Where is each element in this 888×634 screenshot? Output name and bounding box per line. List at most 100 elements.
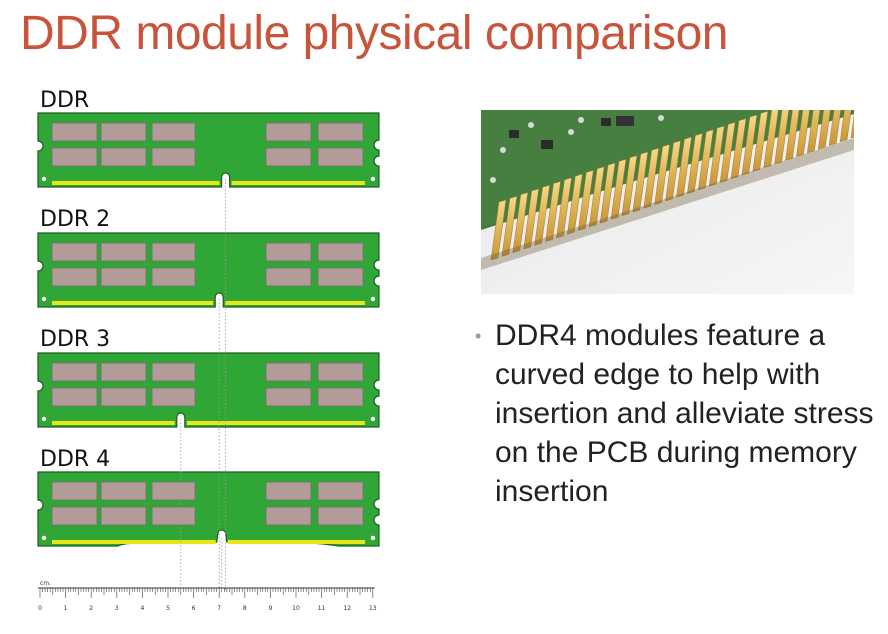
module-hole — [41, 296, 47, 302]
memory-chip — [265, 481, 312, 501]
memory-chip — [317, 362, 364, 382]
ruler-tick-label: 6 — [192, 605, 196, 612]
memory-chip — [265, 122, 312, 142]
memory-chip — [51, 387, 98, 407]
gold-finger-contact — [697, 129, 714, 191]
gold-finger-contact — [828, 110, 842, 146]
contact-pins-left — [52, 421, 175, 425]
ruler-tick-label: 2 — [89, 605, 93, 612]
gold-finger-contact — [567, 173, 583, 235]
slide-title: DDR module physical comparison — [20, 7, 728, 60]
gold-finger-contact — [599, 162, 616, 224]
ruler-tick-label: 12 — [343, 605, 351, 612]
contact-pins-right — [225, 301, 365, 305]
module-label-ddr2: DDR 2 — [40, 207, 111, 232]
module-label-ddr3: DDR 3 — [40, 327, 111, 352]
memory-chip — [317, 147, 364, 167]
memory-chip — [265, 362, 312, 382]
contact-pins-right — [227, 540, 365, 544]
module-hole — [41, 535, 47, 541]
gold-finger-contact — [643, 147, 660, 209]
ruler-tick-label: 7 — [217, 605, 221, 612]
gold-finger-contact — [687, 133, 703, 194]
ruler-tick-label: 4 — [140, 605, 144, 612]
ddr4-connector-photo — [481, 110, 854, 294]
contact-pins-right — [231, 181, 365, 185]
module-hole — [370, 176, 376, 182]
memory-chip — [151, 242, 196, 262]
ruler-tick-label: 11 — [318, 605, 326, 612]
ruler-tick-label: 1 — [64, 605, 68, 612]
memory-chip — [51, 147, 98, 167]
gold-finger-contact — [785, 110, 800, 161]
memory-chip — [151, 362, 196, 382]
memory-chip — [51, 481, 98, 501]
module-hole — [41, 176, 47, 182]
gold-finger-contact — [839, 110, 852, 143]
memory-chip — [51, 267, 98, 287]
gold-finger-contact — [817, 110, 831, 150]
ruler-tick-label: 13 — [369, 605, 377, 612]
memory-chip — [100, 242, 147, 262]
ruler-tick-label: 3 — [115, 605, 119, 612]
module-hole — [370, 296, 376, 302]
gold-finger-contact — [763, 110, 779, 168]
memory-chip — [51, 122, 98, 142]
gold-fingers — [490, 110, 854, 261]
gold-finger-contact — [577, 170, 594, 231]
gold-finger-contact — [632, 151, 649, 213]
gold-finger-contact — [556, 177, 572, 239]
gold-finger-contact — [654, 144, 670, 205]
gold-finger-contact — [621, 155, 638, 216]
gold-finger-contact — [610, 158, 627, 220]
gold-finger-contact — [523, 188, 540, 250]
memory-chip — [265, 506, 312, 526]
memory-chip — [100, 506, 147, 526]
memory-chip — [51, 242, 98, 262]
memory-chip — [151, 506, 196, 526]
gold-finger-contact — [665, 140, 681, 202]
gold-finger-contact — [719, 122, 736, 183]
ruler-tick-label: 10 — [292, 605, 300, 612]
memory-chip — [151, 481, 196, 501]
memory-chip — [100, 147, 147, 167]
gold-finger-contact — [850, 114, 854, 139]
module-hole — [370, 535, 376, 541]
gold-finger-contact — [534, 184, 550, 246]
ruler-tick-label: 0 — [38, 605, 42, 612]
memory-chip — [100, 387, 147, 407]
memory-chip — [317, 506, 364, 526]
contact-pins-left — [52, 301, 214, 305]
gold-finger-contact — [501, 195, 518, 257]
memory-chip — [265, 267, 312, 287]
photo-illustration — [481, 110, 854, 294]
memory-chip — [317, 481, 364, 501]
contact-pins-left — [52, 181, 220, 185]
memory-chip — [151, 122, 196, 142]
gold-finger-contact — [512, 192, 529, 253]
gold-finger-contact — [807, 110, 821, 154]
ruler-tick-label: 5 — [166, 605, 170, 612]
module-hole — [41, 416, 47, 422]
gold-finger-contact — [588, 166, 605, 228]
ruler-tick-label: 9 — [268, 605, 272, 612]
memory-chip — [100, 481, 147, 501]
module-label-ddr4: DDR 4 — [40, 447, 111, 472]
memory-chip — [51, 362, 98, 382]
memory-chip — [100, 122, 147, 142]
gold-finger-contact — [796, 110, 810, 157]
gold-finger-contact — [708, 125, 725, 187]
gold-finger-contact — [730, 118, 747, 180]
module-label-ddr: DDR — [40, 88, 90, 113]
ruler-unit-label: cm. — [40, 580, 51, 587]
module-hole — [370, 416, 376, 422]
memory-chip — [317, 242, 364, 262]
memory-chip — [265, 147, 312, 167]
memory-chip — [100, 362, 147, 382]
memory-chip — [265, 242, 312, 262]
contact-pins-left — [52, 540, 216, 544]
gold-finger-contact — [545, 181, 561, 242]
memory-chip — [317, 267, 364, 287]
memory-chip — [51, 506, 98, 526]
